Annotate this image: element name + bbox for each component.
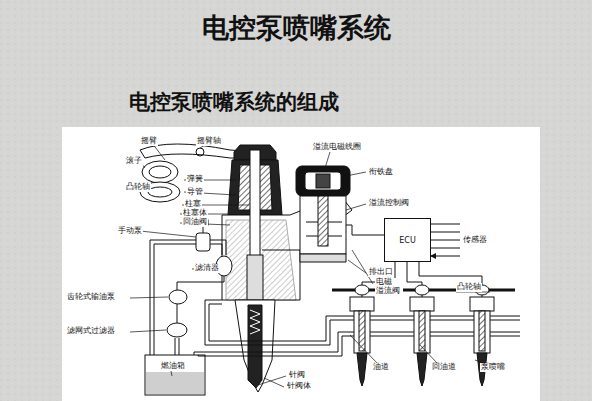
- part-label: 回油阀: [182, 218, 208, 227]
- injector-solenoid: [470, 297, 494, 311]
- part-label: 摇臂: [140, 137, 158, 146]
- part-label: 导管: [186, 188, 204, 197]
- pump-injector: [222, 145, 352, 392]
- title: 电控泵喷嘴系统: [0, 10, 592, 46]
- part-label: 衔铁盘: [368, 168, 394, 177]
- part-label: 燃油箱: [160, 362, 186, 371]
- ecu-box: ECU: [384, 218, 431, 262]
- part-label: 溢流控制阀: [368, 199, 410, 208]
- part-label: 回油道: [431, 363, 457, 372]
- part-label: 针阀: [288, 371, 306, 380]
- injector-plunger: [419, 311, 425, 351]
- injector-plunger: [479, 311, 485, 351]
- camshaft-injectors: [332, 285, 515, 295]
- part-label: 溢流电磁线圈: [312, 143, 362, 152]
- part-label: 滚子: [125, 157, 143, 166]
- part-label: 电磁 溢流阀: [375, 278, 403, 296]
- leader-lines: [130, 143, 490, 387]
- part-label: 传感器: [462, 236, 488, 245]
- part-label: 摇臂轴: [196, 137, 222, 146]
- subtitle: 电控泵喷嘴系统的组成: [128, 90, 340, 113]
- part-label: 弹簧: [186, 175, 204, 184]
- part-label: 凸轮轴: [125, 183, 151, 192]
- injector-nozzle: [357, 353, 367, 386]
- injector-body: [474, 311, 490, 353]
- box-text: ECU: [399, 236, 416, 245]
- part-label: 齿轮式输油泵: [66, 293, 116, 302]
- injector-solenoid: [410, 297, 434, 311]
- part-label: 滤清器: [194, 264, 220, 273]
- part-label: 柱塞: [184, 200, 202, 209]
- part-label: 手动泵: [117, 227, 143, 236]
- part-label: 排出口: [368, 268, 394, 277]
- part-label: 油道: [372, 363, 390, 372]
- part-label: 滤网式过滤器: [66, 327, 116, 336]
- fuel-lines: [145, 220, 520, 395]
- injector-body: [354, 311, 370, 353]
- part-label: 凸轮轴: [456, 283, 482, 292]
- part-label: 泵喷嘴: [480, 363, 506, 372]
- injector-solenoid: [350, 297, 374, 311]
- part-label: 柱塞体: [182, 209, 208, 218]
- part-label: 针阀体: [286, 382, 312, 391]
- panel: [62, 127, 540, 401]
- solenoid-valve: [296, 166, 350, 262]
- unit-injectors: [350, 297, 494, 386]
- injector-nozzle: [417, 353, 427, 386]
